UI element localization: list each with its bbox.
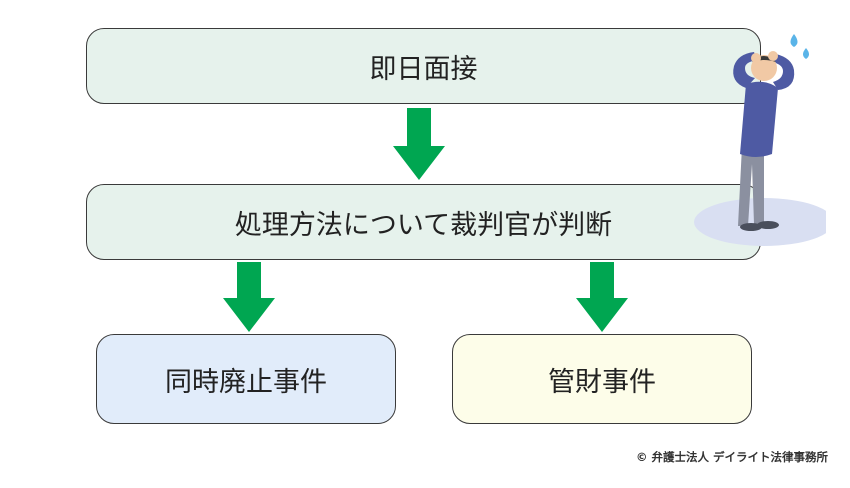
arrow-down-icon: [393, 108, 445, 180]
arrow-down-right-icon: [576, 262, 628, 332]
step-interview-box: 即日面接: [86, 28, 761, 104]
step-judge-decision-label: 処理方法について裁判官が判断: [234, 209, 613, 241]
trustee-case-box: 管財事件: [452, 334, 752, 424]
trustee-case-label: 管財事件: [548, 366, 656, 398]
worried-person-icon: [694, 34, 826, 246]
simultaneous-abolition-box: 同時廃止事件: [96, 334, 396, 424]
step-judge-decision-box: 処理方法について裁判官が判断: [86, 184, 761, 260]
simultaneous-abolition-label: 同時廃止事件: [165, 366, 327, 398]
step-interview-label: 即日面接: [369, 53, 478, 85]
arrow-down-left-icon: [223, 262, 275, 332]
copyright-credit: © 弁護士法人 デイライト法律事務所: [635, 450, 828, 464]
